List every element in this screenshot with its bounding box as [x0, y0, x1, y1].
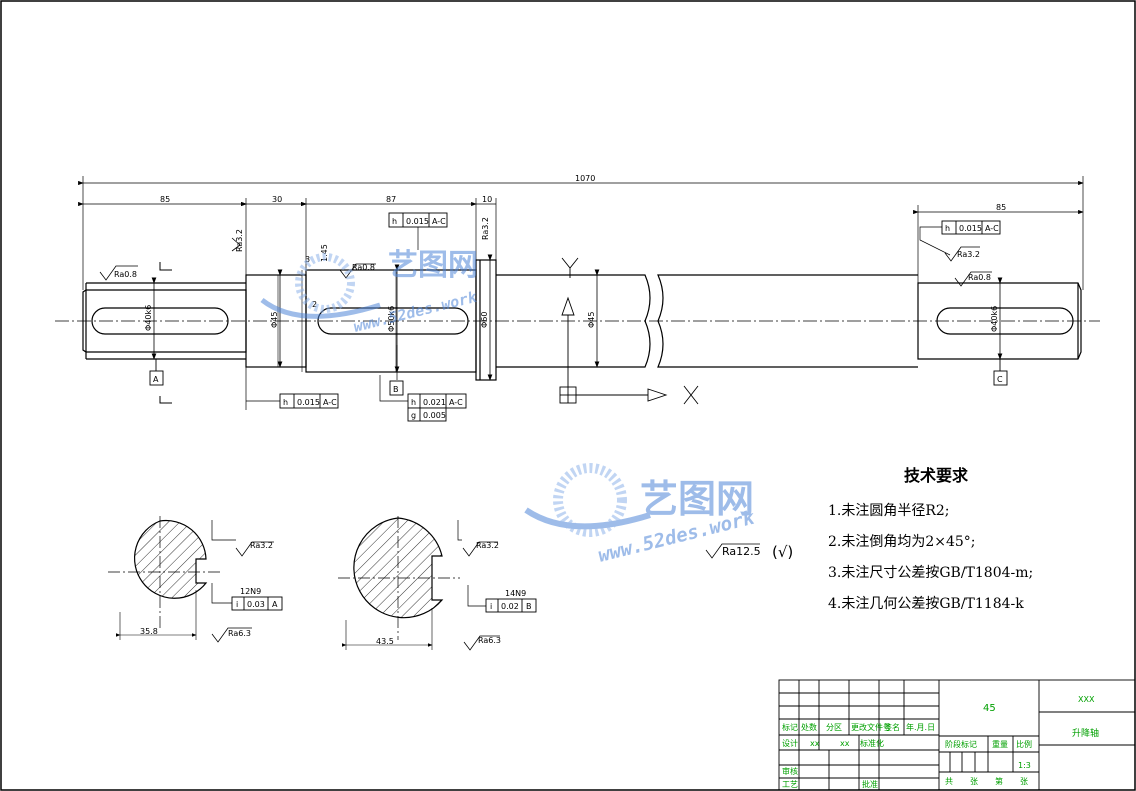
dim-seg2: 30 [272, 195, 282, 204]
title-block [778, 679, 1136, 791]
drawing-label: 处数 [801, 722, 817, 732]
sec-a-key: 12N9 [240, 587, 261, 596]
dim-dia-2: Φ45 [270, 312, 279, 328]
dim-small-3: 2 [312, 300, 317, 309]
drawing-label: 1:3 [1018, 761, 1031, 770]
fc4b-sym: g [411, 411, 416, 420]
ra-general: Ra12.5 [722, 545, 761, 558]
fc4a-sym: h [411, 398, 416, 407]
dim-seg3: 87 [386, 195, 396, 204]
dim-small-1: 3 [305, 255, 310, 264]
fc2-val: 0.015 [959, 224, 982, 233]
drawing-label: 签名 [884, 722, 900, 732]
watermark-url-1: www.52des.work [352, 288, 480, 336]
fc2-sym: h [945, 224, 950, 233]
sec-b-key: 14N9 [505, 589, 526, 598]
fcf-group [231, 212, 1001, 613]
drawing-label: xx [840, 739, 850, 748]
datum-b: B [393, 385, 399, 394]
fc-sec-a-ref: A [272, 600, 278, 609]
ra-r1: Ra0.8 [114, 270, 137, 279]
ra-r3: Ra0.8 [352, 263, 375, 272]
drawing-label: 第 [995, 776, 1003, 786]
drawing-label: 标准化 [860, 738, 884, 748]
tech-item-1: 1.未注圆角半径R2; [828, 503, 950, 519]
dim-dia-1: Φ40k6 [144, 305, 153, 331]
tech-item-4: 4.未注几何公差按GB/T1184-k [828, 596, 1024, 612]
drawing-label: 工艺 [782, 780, 798, 789]
dim-seg4: 10 [482, 195, 492, 204]
watermark-brand-1: 艺图网 [388, 248, 478, 283]
drawing-label: 阶段标记 [945, 739, 977, 749]
ra-r4: Ra3.2 [957, 250, 980, 259]
tech-requirements: 技术要求 1.未注圆角半径R2; 2.未注倒角均为2×45°; 3.未注尺寸公差… [828, 462, 1078, 620]
dim-dia-4: Φ60 [480, 312, 489, 328]
tech-item-2: 2.未注倒角均为2×45°; [828, 534, 976, 550]
sec-b-width: 43.5 [376, 637, 394, 646]
fc1-sym: h [392, 217, 397, 226]
ra-r5: Ra3.2 [481, 217, 490, 240]
drawing-label: 设计 [782, 738, 798, 748]
fc1-val: 0.015 [406, 217, 429, 226]
company: XXX [1078, 695, 1095, 704]
fc-sec-b-sym: i [490, 602, 492, 611]
fc4b-val: 0.005 [423, 411, 446, 420]
ra-sec-a-bot: Ra6.3 [228, 629, 251, 638]
roughness-symbols [99, 237, 992, 651]
part-name: 升降轴 [1072, 727, 1099, 739]
drawing-label: 年.月.日 [906, 722, 935, 732]
drawing-label: 张 [1020, 777, 1028, 786]
watermark-brand-2: 艺图网 [640, 477, 754, 521]
drawing-label: 更改文件号 [851, 722, 891, 732]
drawing-label: 重量 [992, 739, 1008, 749]
watermark-1: 艺图网 www.52des.work [260, 248, 480, 336]
fc4a-ref: A-C [449, 398, 463, 407]
material: 45 [983, 703, 996, 714]
dim-overall: 1070 [575, 174, 595, 183]
ra-sec-b-bot: Ra6.3 [478, 636, 501, 645]
fc-sec-a-sym: i [236, 600, 238, 609]
drawing-label: 分区 [826, 723, 842, 732]
dim-dia-5: Φ45 [587, 312, 596, 328]
dimension-lines [78, 176, 1084, 410]
title-block-text: 标记 处数 分区 更改文件号 签名 年.月.日 设计 xx xx 标准化 审核 … [782, 695, 1099, 789]
drawing-label: 批准 [862, 779, 878, 789]
section-a [108, 516, 222, 640]
ra-r2: Ra3.2 [235, 229, 244, 252]
drawing-label: 比例 [1016, 739, 1032, 749]
drawing-label: 共 [945, 777, 953, 786]
datum-a: A [153, 375, 159, 384]
tech-item-3: 3.未注尺寸公差按GB/T1804-m; [828, 565, 1034, 581]
datum-c: C [997, 375, 1003, 384]
coordinate-axes [559, 257, 699, 405]
fc1-ref: A-C [432, 217, 446, 226]
ra-general-paren: (√) [772, 543, 793, 561]
ra-sec-b-top: Ra3.2 [476, 541, 499, 550]
dim-dia-3: Φ50k6 [387, 306, 396, 332]
fc3-ref: A-C [323, 398, 337, 407]
fc-sec-b-ref: B [526, 602, 532, 611]
drawing-label: 标记 [782, 722, 798, 732]
drawing-label: 张 [970, 777, 978, 786]
dim-dia-6: Φ40k6 [990, 306, 999, 332]
drawing-label: 审核 [782, 766, 798, 776]
section-b [338, 516, 460, 650]
drawing-label: xx [810, 739, 820, 748]
fc4a-val: 0.021 [423, 398, 446, 407]
fc-sec-a-val: 0.03 [247, 600, 265, 609]
fc3-sym: h [283, 398, 288, 407]
tech-title: 技术要求 [904, 466, 969, 485]
dim-left-end: 85 [160, 195, 170, 204]
fc2-ref: A-C [985, 224, 999, 233]
dim-right-end: 85 [996, 203, 1006, 212]
shaft-outline [82, 259, 1082, 381]
ra-r6: Ra0.8 [968, 273, 991, 282]
fc-sec-b-val: 0.02 [501, 602, 519, 611]
sec-a-width: 35.8 [140, 627, 158, 636]
fc3-val: 0.015 [297, 398, 320, 407]
ra-sec-a-top: Ra3.2 [250, 541, 273, 550]
